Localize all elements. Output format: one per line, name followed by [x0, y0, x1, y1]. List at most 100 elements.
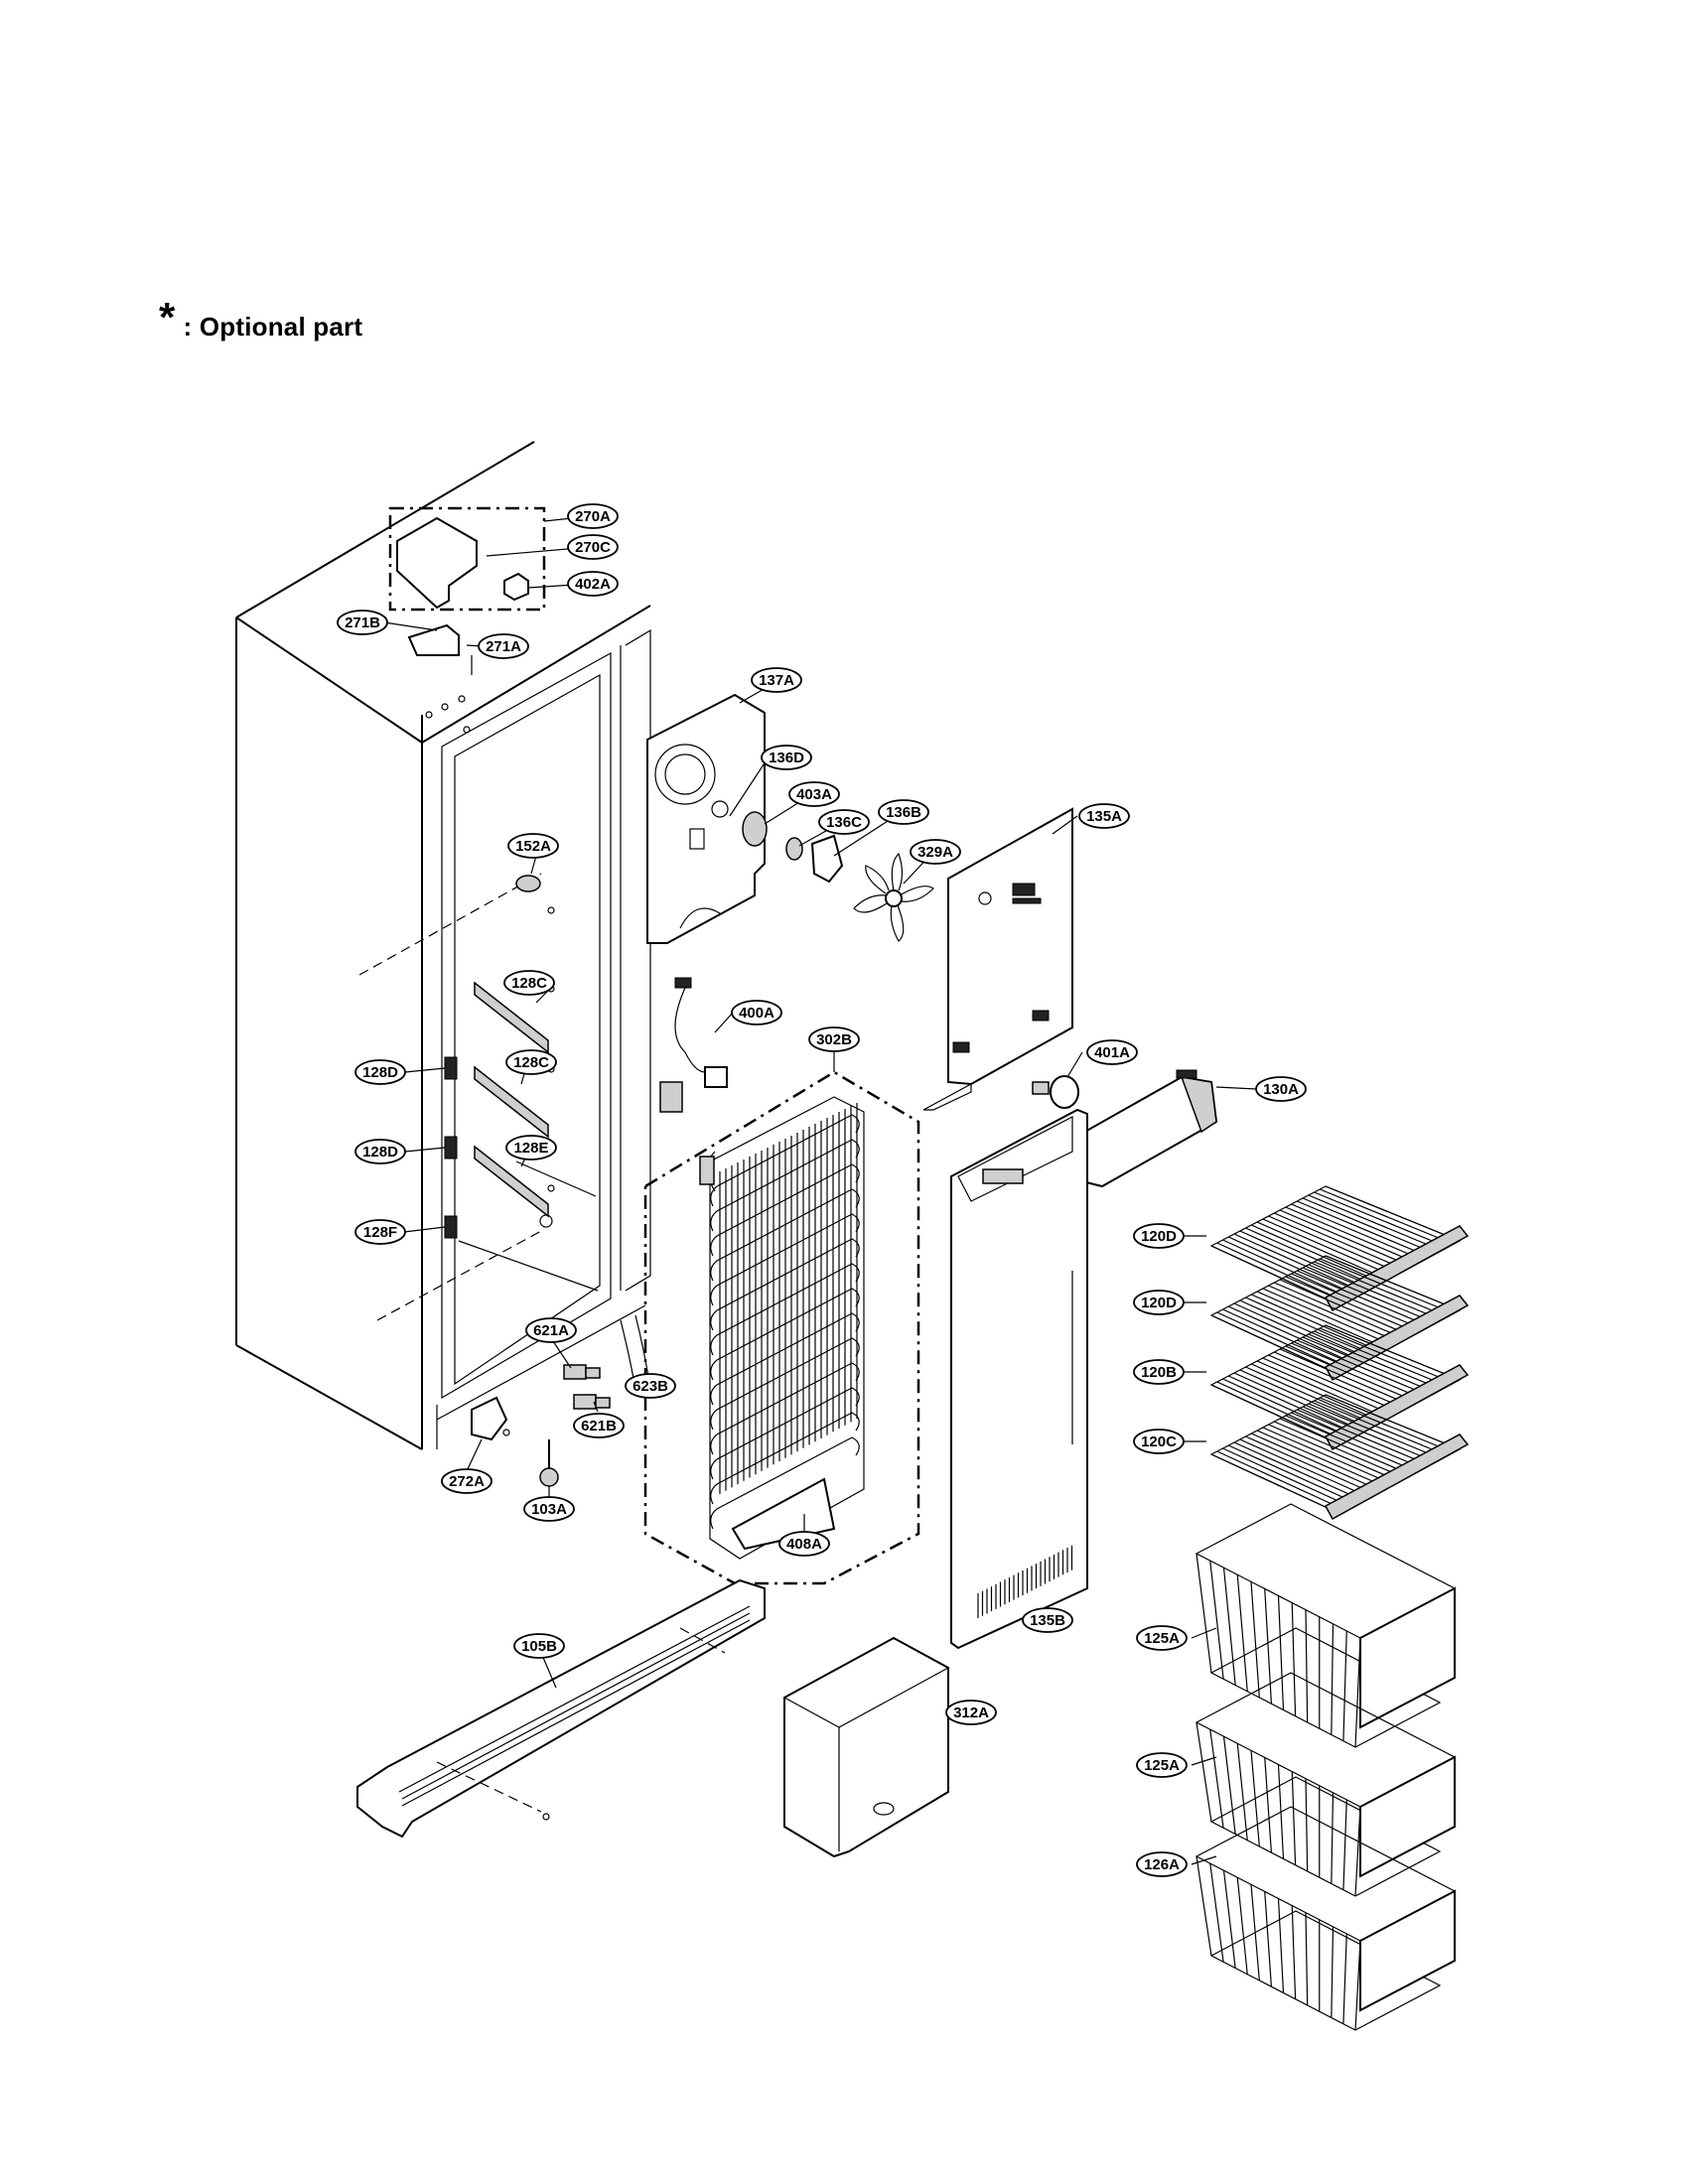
- part-number-label: 137A: [759, 672, 794, 689]
- callout-oval: [788, 781, 840, 807]
- shelf-wire: [1325, 1185, 1461, 1242]
- shelf-wire: [1279, 1348, 1413, 1407]
- part-number-label: 152A: [515, 838, 551, 855]
- part-callout-128c: 128C: [505, 1049, 557, 1075]
- optional-kit-outline: [388, 506, 546, 612]
- shelf-wire: [1325, 1394, 1461, 1450]
- part-callout-137a: 137A: [751, 667, 802, 693]
- shelf-wire: [1268, 1285, 1401, 1344]
- callout-oval: [573, 1413, 625, 1438]
- shelf-wire: [1302, 1336, 1437, 1394]
- shelf-wire: [1320, 1327, 1455, 1384]
- wire-basket: [1195, 1806, 1457, 2031]
- fan-motor: [742, 811, 768, 847]
- shelf-front-trim: [1324, 1295, 1470, 1382]
- part-number-label: 120B: [1141, 1364, 1177, 1381]
- part-callout-271a: 271A: [478, 633, 529, 659]
- part-callout-152a: 152A: [507, 833, 559, 859]
- shelf-wire: [1239, 1230, 1371, 1291]
- coil-loop: [710, 1387, 860, 1480]
- shelf-wire: [1228, 1375, 1359, 1435]
- part-number-label: 270C: [575, 539, 611, 556]
- part-number-label: 402A: [575, 576, 611, 593]
- shelf-wire: [1228, 1236, 1359, 1297]
- coil-loop: [710, 1114, 860, 1207]
- shelf-wire: [1233, 1372, 1365, 1433]
- shelf-wire: [1279, 1279, 1413, 1337]
- callout-oval: [525, 1317, 577, 1343]
- part-callout-128c: 128C: [503, 970, 555, 996]
- wire-basket: [1195, 1503, 1457, 1748]
- shelf-wire: [1233, 1302, 1365, 1363]
- part-callout-136b: 136B: [878, 799, 929, 825]
- coil-loop: [710, 1213, 860, 1306]
- shelf-wire: [1297, 1270, 1431, 1327]
- part-callout-120c: 120C: [1133, 1429, 1185, 1454]
- shelf-wire: [1233, 1233, 1365, 1294]
- shelf-wire: [1274, 1282, 1407, 1340]
- shelf-wire: [1228, 1444, 1359, 1505]
- shelf-wire: [1256, 1221, 1389, 1281]
- shelf-wire: [1210, 1314, 1341, 1376]
- callout-oval: [441, 1468, 492, 1494]
- callout-oval: [478, 633, 529, 659]
- part-callout-128f: 128F: [354, 1219, 406, 1245]
- callout-oval: [945, 1700, 997, 1725]
- part-callout-135b: 135B: [1022, 1607, 1073, 1633]
- coil-loop: [710, 1188, 860, 1282]
- callout-oval: [878, 799, 929, 825]
- part-number-label: 128C: [511, 975, 547, 992]
- shelf-wire: [1262, 1357, 1395, 1417]
- defrost-sensor: [659, 977, 728, 1113]
- shelf-wire: [1302, 1406, 1437, 1463]
- part-number-label: 103A: [531, 1501, 567, 1518]
- basket-wire: [1209, 1729, 1224, 1829]
- basket-wire: [1196, 1553, 1212, 1674]
- evaporator-outline: [643, 1070, 920, 1585]
- shelf-wire: [1297, 1200, 1431, 1258]
- basket-wire: [1291, 1602, 1297, 1716]
- part-number-label: 130A: [1263, 1081, 1299, 1098]
- shelf-wire: [1262, 1288, 1395, 1347]
- shelf-wire: [1279, 1418, 1413, 1476]
- callout-oval: [778, 1531, 830, 1557]
- callout-oval: [1136, 1851, 1188, 1877]
- part-number-label: 272A: [449, 1473, 485, 1490]
- part-callout-120b: 120B: [1133, 1359, 1185, 1385]
- callout-oval: [1136, 1752, 1188, 1778]
- part-callout-270a: 270A: [567, 503, 619, 529]
- shelf-wire: [1285, 1415, 1419, 1473]
- shelf-wire: [1297, 1339, 1431, 1397]
- basket-wire: [1305, 1609, 1309, 1723]
- shelf-wire: [1320, 1397, 1455, 1453]
- basket-wire: [1236, 1877, 1248, 1975]
- part-callout-401a: 401A: [1086, 1039, 1138, 1065]
- part-callout-130a: 130A: [1255, 1076, 1307, 1102]
- basket-wire: [1264, 1891, 1273, 1987]
- callout-oval: [337, 610, 388, 635]
- wire-shelf: [1209, 1394, 1470, 1521]
- shelf-wire: [1297, 1409, 1431, 1466]
- basket-wire: [1305, 1778, 1309, 1872]
- callout-oval: [567, 503, 619, 529]
- part-callout-125a: 125A: [1136, 1625, 1188, 1651]
- part-number-label: 128C: [513, 1054, 549, 1071]
- coil-loop: [710, 1238, 860, 1331]
- basket-wire: [1209, 1863, 1224, 1963]
- part-number-label: 128E: [513, 1140, 548, 1157]
- shelf-wire: [1210, 1453, 1341, 1515]
- basket-wire: [1291, 1905, 1297, 1999]
- part-number-label: 125A: [1144, 1757, 1180, 1774]
- shelf-wire: [1268, 1215, 1401, 1275]
- basket-wire: [1342, 1933, 1347, 2024]
- callout-oval: [1133, 1429, 1185, 1454]
- shelf-wire: [1222, 1308, 1353, 1370]
- cabinet: [235, 441, 651, 1450]
- part-number-label: 302B: [816, 1031, 852, 1048]
- drain-pan: [783, 1636, 949, 1858]
- shelf-wire: [1291, 1203, 1425, 1262]
- shelf-wire: [1216, 1311, 1347, 1373]
- basket-wire: [1236, 1743, 1248, 1841]
- part-labels: 270A270C402A271B271A137A136D403A136C136B…: [337, 503, 1307, 1877]
- shelf-wire: [1251, 1224, 1383, 1284]
